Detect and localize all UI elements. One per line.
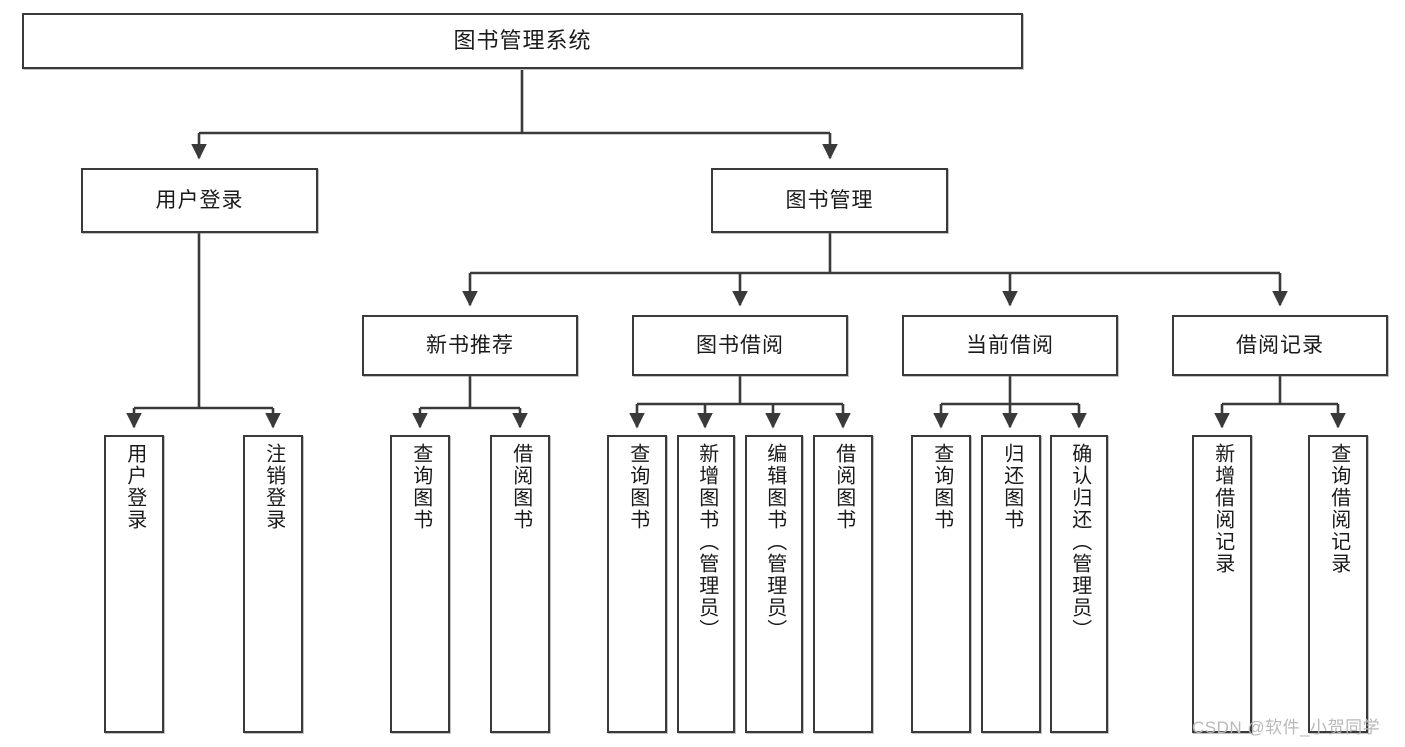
node-label: 图书借阅 [696, 334, 784, 357]
node-new-book-recommendation[interactable]: 新书推荐 [362, 315, 578, 376]
leaf-logout[interactable]: 注销登录 [243, 435, 303, 733]
node-label: 新增借阅记录 [1211, 443, 1234, 575]
leaf-borrow-books[interactable]: 借阅图书 [813, 435, 873, 733]
leaf-query-books-newbook[interactable]: 查询图书 [390, 435, 450, 733]
node-root-book-management-system[interactable]: 图书管理系统 [22, 13, 1023, 69]
node-label: 查询图书 [930, 443, 953, 531]
leaf-confirm-return-admin[interactable]: 确认归还（管理员） [1050, 435, 1108, 733]
node-user-login[interactable]: 用户登录 [81, 168, 318, 233]
node-borrowing-record[interactable]: 借阅记录 [1172, 315, 1388, 376]
node-label: 确认归还（管理员） [1068, 443, 1091, 641]
leaf-add-book-admin[interactable]: 新增图书（管理员） [677, 435, 735, 733]
leaf-return-books[interactable]: 归还图书 [981, 435, 1041, 733]
node-label: 图书管理系统 [453, 28, 592, 53]
node-label: 借阅图书 [832, 443, 855, 531]
node-book-borrowing[interactable]: 图书借阅 [632, 315, 848, 376]
node-label: 查询图书 [409, 443, 432, 531]
node-label: 用户登录 [155, 189, 244, 212]
node-label: 新书推荐 [426, 334, 514, 357]
node-label: 用户登录 [123, 443, 146, 531]
node-label: 编辑图书（管理员） [763, 443, 786, 641]
node-label: 注销登录 [262, 443, 285, 531]
leaf-query-borrow-record[interactable]: 查询借阅记录 [1308, 435, 1368, 733]
node-current-borrowing[interactable]: 当前借阅 [902, 315, 1118, 376]
node-label: 查询图书 [626, 443, 649, 531]
leaf-edit-book-admin[interactable]: 编辑图书（管理员） [745, 435, 803, 733]
node-label: 新增图书（管理员） [695, 443, 718, 641]
node-label: 借阅图书 [509, 443, 532, 531]
watermark-credit: CSDN @软件_小贺同学 [1192, 718, 1381, 737]
node-label: 归还图书 [1000, 443, 1023, 531]
leaf-user-login[interactable]: 用户登录 [104, 435, 164, 733]
leaf-query-books-current[interactable]: 查询图书 [911, 435, 971, 733]
leaf-add-borrow-record[interactable]: 新增借阅记录 [1192, 435, 1252, 733]
node-label: 当前借阅 [966, 334, 1054, 357]
node-label: 借阅记录 [1236, 334, 1324, 357]
node-label: 图书管理 [785, 189, 874, 212]
leaf-borrow-books-newbook[interactable]: 借阅图书 [490, 435, 550, 733]
leaf-query-books-borrow[interactable]: 查询图书 [607, 435, 667, 733]
node-book-management[interactable]: 图书管理 [711, 168, 948, 233]
node-label: 查询借阅记录 [1327, 443, 1350, 575]
